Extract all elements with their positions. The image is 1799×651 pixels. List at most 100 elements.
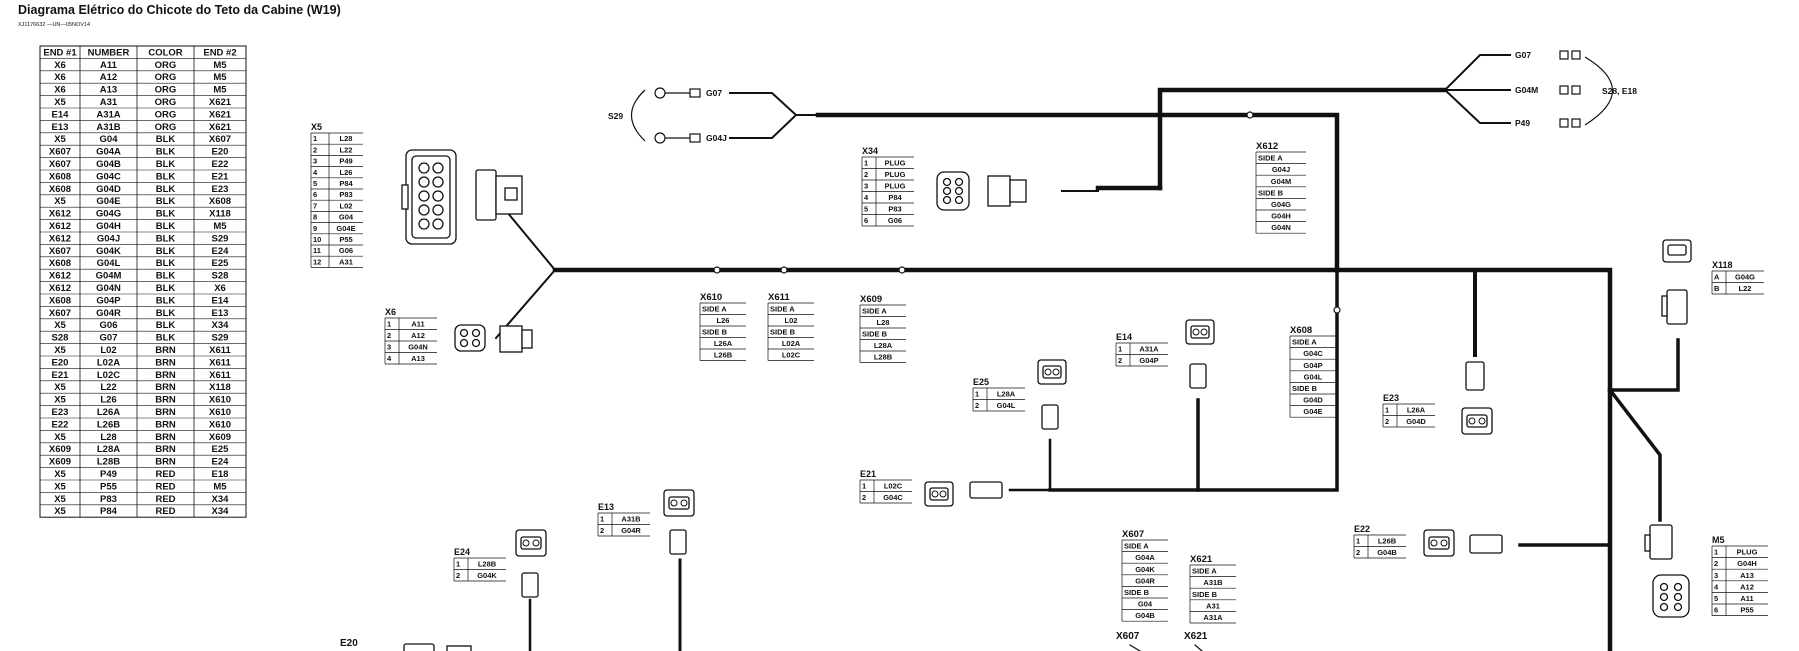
x610-label: X610 xyxy=(700,292,722,303)
wire-table-cell: X607 xyxy=(49,147,71,158)
wire-table-cell: X5 xyxy=(54,196,66,207)
wire-table-cell: M5 xyxy=(213,221,227,232)
wire-table-cell: X608 xyxy=(49,295,71,306)
splice-wire: G04G xyxy=(1271,200,1291,209)
wire-table-cell: X608 xyxy=(49,184,71,195)
pin-number: 1 xyxy=(387,320,391,329)
wire-table-cell: M5 xyxy=(213,85,227,96)
wire-table-cell: BLK xyxy=(156,171,176,182)
wire-table-cell: BRN xyxy=(155,432,176,443)
x5-label: X5 xyxy=(311,122,322,132)
pin-number: A xyxy=(1714,273,1720,282)
splice-dots xyxy=(713,111,1341,314)
wire-table-cell: E14 xyxy=(212,295,230,306)
x612-label: X612 xyxy=(1256,141,1278,152)
wire-table-cell: G04C xyxy=(96,171,121,182)
x5-connector-icon xyxy=(401,149,523,245)
pin-number: 3 xyxy=(864,182,868,191)
pin-wire: A13 xyxy=(1740,571,1754,580)
wire-table-cell: X5 xyxy=(54,506,66,517)
wire-table-cell: A31A xyxy=(96,109,120,120)
wire-table-cell: G04P xyxy=(96,295,121,306)
wire-x607-lead xyxy=(1129,644,1203,651)
splice-wire: G04M xyxy=(1271,177,1291,186)
wire-table-cell: X612 xyxy=(49,209,71,220)
wire-x118-branch xyxy=(1608,338,1680,392)
e13-label: E13 xyxy=(598,502,614,512)
wire-table-cell: L02 xyxy=(100,345,116,356)
wire-table-cell: P55 xyxy=(100,481,118,492)
wire-table-cell: RED xyxy=(155,469,175,480)
splice-wire: G04 xyxy=(1138,600,1153,609)
wire-table-cell: E21 xyxy=(212,171,230,182)
pin-wire: G04 xyxy=(339,213,354,222)
wire-table-cell: X6 xyxy=(214,283,226,294)
pin-wire: L28A xyxy=(997,390,1016,399)
splice-wire: G04C xyxy=(1303,349,1323,358)
x34-label: X34 xyxy=(862,146,878,156)
wire-table-cell: X34 xyxy=(212,320,230,331)
pin-wire: G04K xyxy=(477,571,497,580)
wire-trunk-main xyxy=(552,267,1613,393)
wire-table-cell: L28A xyxy=(97,444,120,455)
wire-table-cell: G07 xyxy=(100,333,118,344)
pin-wire: G04E xyxy=(336,224,355,233)
pin-number: 3 xyxy=(313,157,317,166)
wire-table-cell: BLK xyxy=(156,233,176,244)
splice-wire: G04A xyxy=(1135,553,1155,562)
wire-table-cell: L22 xyxy=(100,382,116,393)
splice-wire: G04B xyxy=(1135,611,1155,620)
pin-wire: L26B xyxy=(1378,537,1397,546)
pin-wire: P55 xyxy=(339,235,352,244)
wire-table-cell: G04E xyxy=(96,196,120,207)
pin-wire: A11 xyxy=(411,320,424,329)
e24-label: E24 xyxy=(454,547,470,557)
wire-table-cell: X5 xyxy=(54,345,66,356)
wire-table-cell: BLK xyxy=(156,159,176,170)
splice-wire: L28B xyxy=(874,353,893,362)
wire-table-cell: A31 xyxy=(100,97,118,108)
wire-table-cell: G04G xyxy=(96,209,121,220)
wire-table-cell: X34 xyxy=(212,494,230,505)
wire-table-cell: A31B xyxy=(96,122,120,133)
s29-g04j-label: G04J xyxy=(706,133,727,143)
wire-table-cell: X608 xyxy=(49,258,71,269)
x609-label: X609 xyxy=(860,294,882,305)
pin-wire: L28B xyxy=(478,560,497,569)
wire-table-cell: X34 xyxy=(212,506,230,517)
wire-table-cell: BLK xyxy=(156,221,176,232)
e20-connector-icon xyxy=(403,643,435,651)
wire-s29-fan xyxy=(729,92,819,139)
wire-table-cell: X612 xyxy=(49,271,71,282)
splice-side-label: SIDE A xyxy=(1192,567,1217,576)
splice-side-label: SIDE A xyxy=(1292,338,1317,347)
pin-wire: L02 xyxy=(340,201,353,210)
pin-number: 3 xyxy=(387,343,391,352)
pin-wire: PLUG xyxy=(885,159,906,168)
pin-number: 5 xyxy=(313,179,317,188)
pin-wire: A31 xyxy=(339,257,353,266)
s29-label: S29 xyxy=(608,111,623,121)
wire-table-cell: E13 xyxy=(52,122,69,133)
pin-wire: L22 xyxy=(1739,284,1752,293)
wire-table-cell: G04R xyxy=(96,308,121,319)
wire-table-cell: ORG xyxy=(155,72,177,83)
wire-table-cell: X5 xyxy=(54,134,66,145)
s29-g07-label: G07 xyxy=(706,88,722,98)
wire-table-cell: BRN xyxy=(155,444,176,455)
pin-number: 12 xyxy=(313,257,321,266)
pin-wire: PLUG xyxy=(1737,548,1758,557)
wire-table-cell: BLK xyxy=(156,246,176,257)
m5-connector-icon xyxy=(1644,524,1690,618)
pin-number: 2 xyxy=(864,170,868,179)
pin-number: 1 xyxy=(864,159,868,168)
